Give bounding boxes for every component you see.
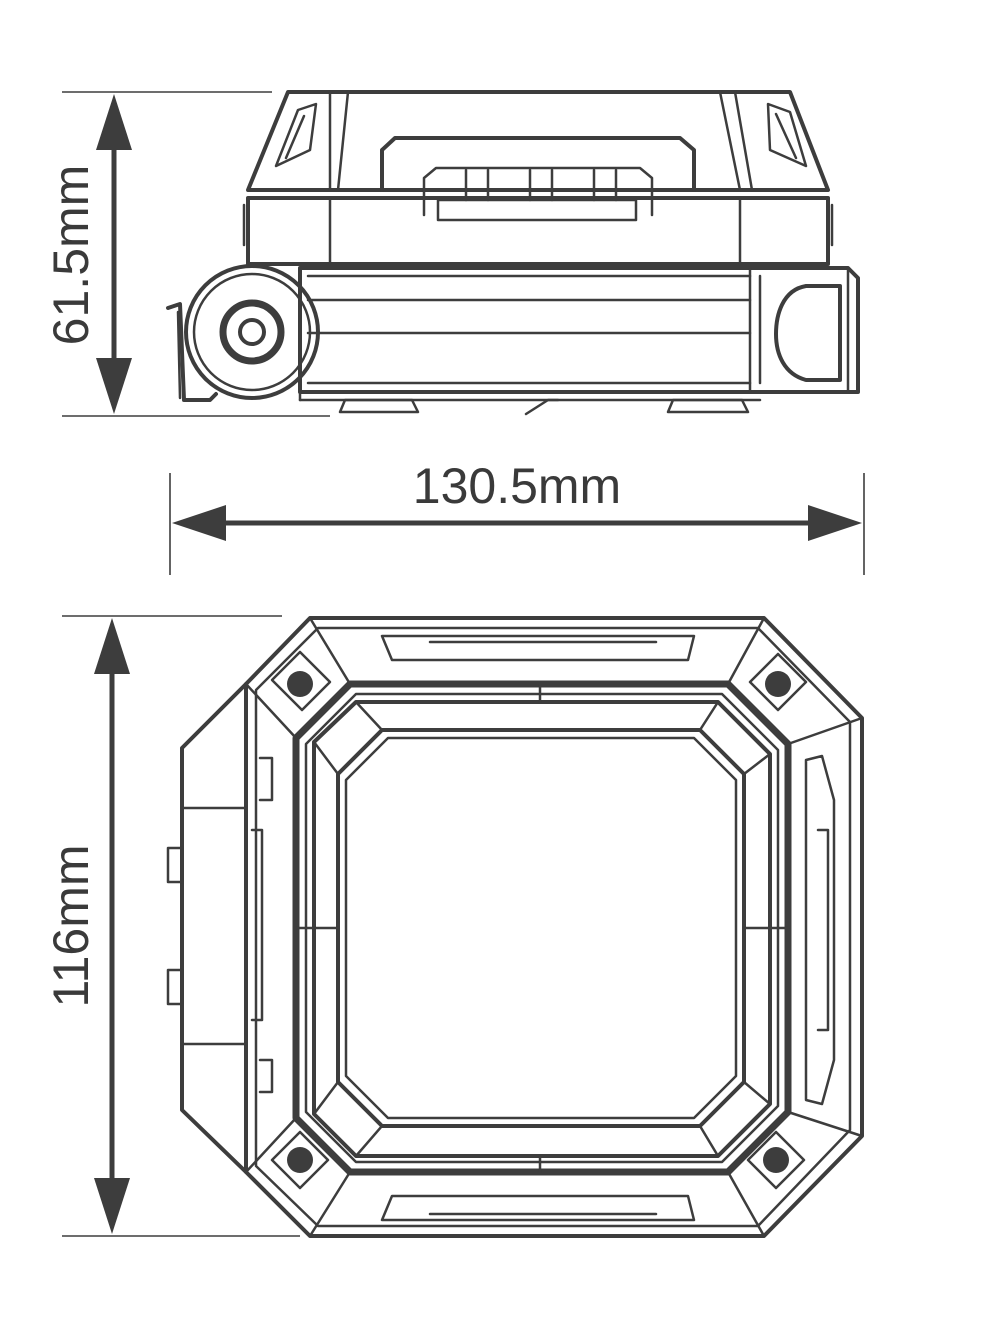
- height-arrow-bottom: [96, 358, 132, 414]
- base-body: [298, 266, 860, 394]
- corner-screw-top-right: [748, 652, 808, 712]
- viewing-window: [336, 728, 746, 1128]
- width-arrow-right: [808, 505, 862, 541]
- depth-arrow-top: [94, 618, 130, 674]
- corner-screw-bottom-left: [270, 1130, 330, 1190]
- right-grip: [804, 754, 836, 1106]
- corner-screw-top-left: [270, 650, 332, 712]
- raised-ring: [312, 700, 772, 1158]
- top-handle: [380, 634, 696, 662]
- corner-screw-bottom-right: [746, 1130, 806, 1190]
- depth-arrow-bottom: [94, 1178, 130, 1234]
- dial-bracket: [166, 302, 218, 402]
- height-arrow-top: [96, 94, 132, 150]
- top-view: [62, 615, 864, 1238]
- bottom-handle: [380, 1194, 696, 1222]
- height-dimension: 61.5mm: [43, 94, 132, 414]
- width-dimension: 130.5mm: [169, 458, 865, 575]
- depth-label: 116mm: [43, 844, 99, 1007]
- end-cap-knob: [774, 284, 842, 382]
- side-view: [62, 90, 860, 417]
- side-panel: [180, 682, 248, 1174]
- width-label: 130.5mm: [413, 458, 621, 514]
- control-dial: [184, 264, 320, 400]
- lid-handle: [380, 136, 696, 192]
- lid-upper: [246, 90, 830, 192]
- width-arrow-left: [172, 505, 226, 541]
- lid-band: [246, 196, 830, 266]
- height-label: 61.5mm: [43, 165, 99, 346]
- depth-dimension: 116mm: [43, 618, 130, 1234]
